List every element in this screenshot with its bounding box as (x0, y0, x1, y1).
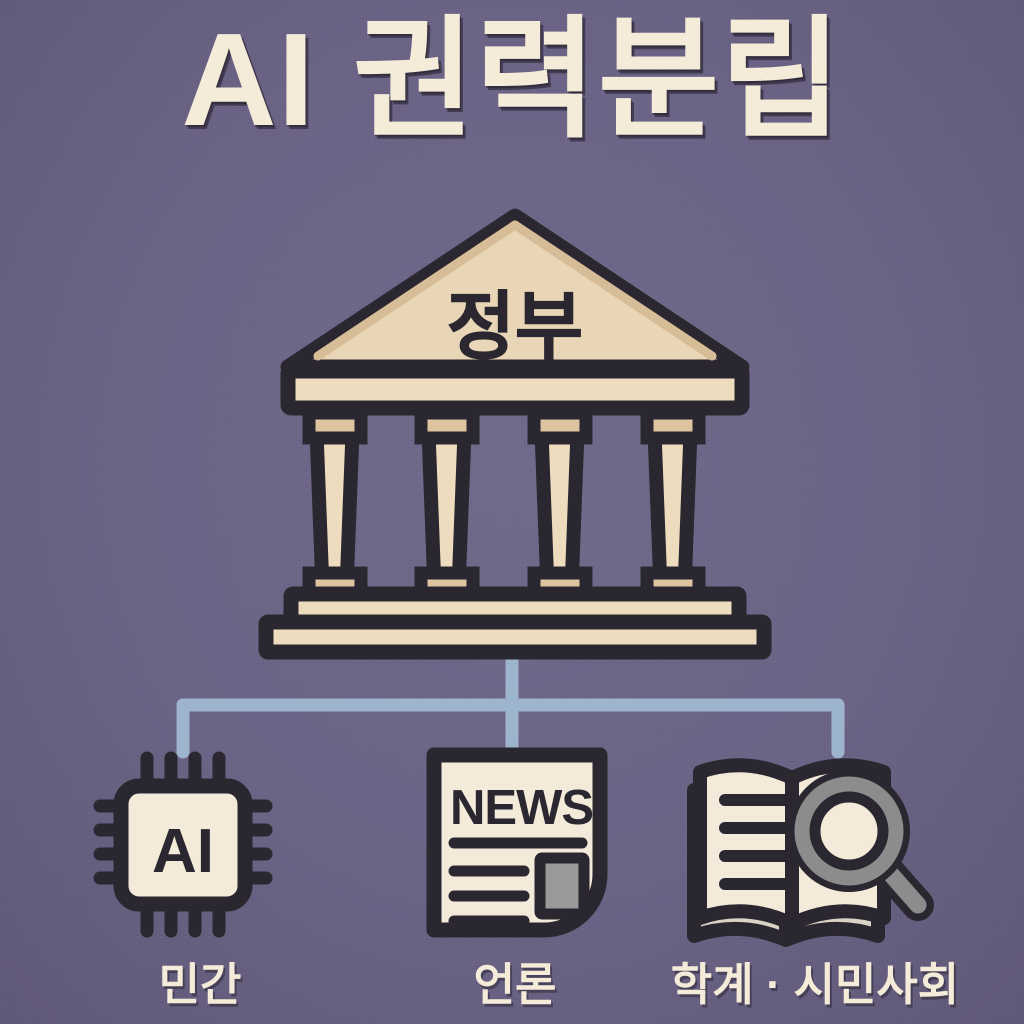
node-media[interactable]: NEWS (426, 747, 608, 938)
connector-tree (176, 645, 845, 762)
government-building: 정부 (258, 208, 772, 660)
newspaper-photo-box (534, 852, 590, 920)
pediment-label: 정부 (447, 285, 583, 368)
building-column (527, 406, 593, 605)
pediment-inner-line (313, 220, 717, 361)
node-academia[interactable] (687, 758, 934, 947)
building-column (302, 406, 368, 605)
page-title: AI 권력분립 (181, 6, 843, 153)
newspaper-headline: NEWS (450, 781, 593, 835)
node-label-media: 언론 (473, 959, 557, 1010)
building-column (414, 406, 480, 605)
magnifier-ring-fill (794, 776, 904, 886)
node-label-academia: 학계 · 시민사회 (670, 959, 960, 1010)
book-text-lines (719, 794, 791, 890)
magnifier-lens (811, 793, 887, 869)
node-private[interactable]: AI (93, 751, 273, 938)
chip-label: AI (152, 817, 214, 886)
newspaper-text-lines (448, 837, 588, 927)
node-label-private: 민간 (158, 959, 242, 1010)
ai-chip-icon (113, 778, 253, 912)
building-column (640, 406, 706, 605)
building-step-lower (258, 614, 772, 660)
building-architrave (280, 363, 750, 416)
open-book-icon (693, 758, 799, 931)
